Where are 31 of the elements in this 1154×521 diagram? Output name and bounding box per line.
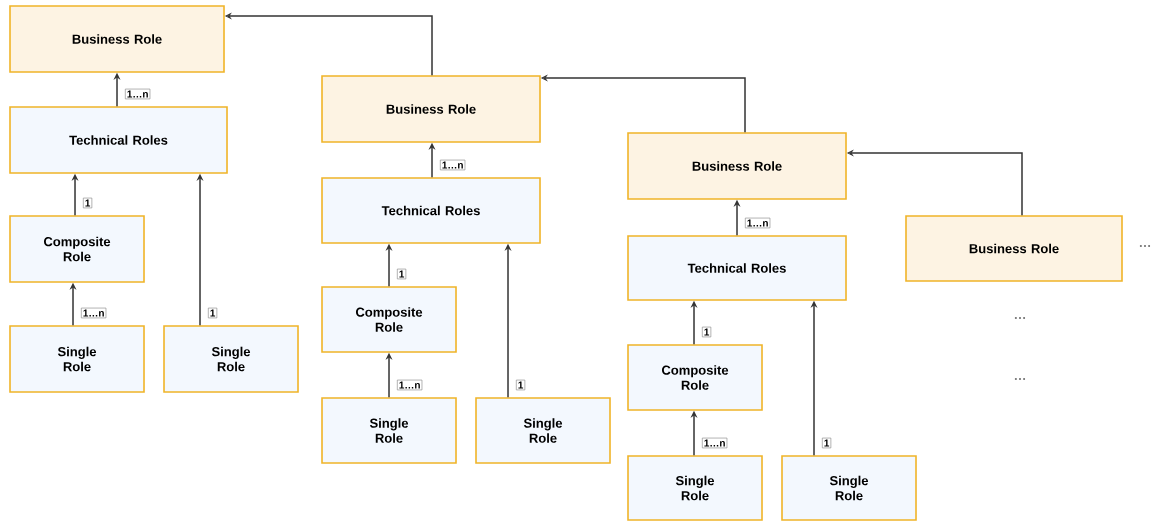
business-role-box: Business Role (321, 75, 541, 143)
role-box: Single Role (321, 397, 457, 464)
role-box: Single Role (163, 325, 299, 393)
ellipsis: … (1014, 378, 1026, 380)
role-box: Composite Role (321, 286, 457, 353)
technical-roles-box: Technical Roles (9, 106, 228, 174)
role-box: Composite Role (9, 215, 145, 283)
technical-roles-box: Technical Roles (627, 235, 847, 301)
role-box: Single Role (781, 455, 917, 521)
multiplicity-label: 1 (516, 379, 526, 391)
multiplicity-label: 1…n (125, 88, 151, 100)
multiplicity-label: 1…n (397, 379, 423, 391)
multiplicity-label: 1 (702, 326, 712, 338)
multiplicity-label: 1 (208, 307, 218, 319)
ellipsis: … (1014, 317, 1026, 319)
multiplicity-label: 1…n (81, 307, 107, 319)
multiplicity-label: 1 (822, 437, 832, 449)
technical-roles-box: Technical Roles (321, 177, 541, 244)
multiplicity-label: 1 (83, 197, 93, 209)
multiplicity-label: 1…n (702, 437, 728, 449)
role-box: Composite Role (627, 344, 763, 411)
ellipsis: … (1139, 245, 1151, 247)
role-box: Single Role (627, 455, 763, 521)
business-role-box: Business Role (627, 132, 847, 200)
role-box: Single Role (9, 325, 145, 393)
business-role-box: Business Role (905, 215, 1123, 282)
role-box: Single Role (475, 397, 611, 464)
multiplicity-label: 1…n (440, 159, 466, 171)
business-role-box: Business Role (9, 5, 225, 73)
multiplicity-label: 1 (397, 268, 407, 280)
multiplicity-label: 1…n (745, 217, 771, 229)
